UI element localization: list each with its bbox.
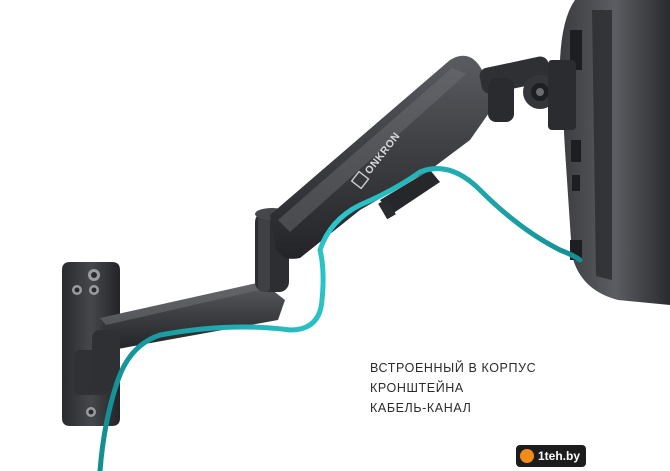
- watermark-icon: [520, 449, 534, 463]
- cable: [97, 166, 583, 471]
- lower-arm: [92, 282, 285, 390]
- upper-arm: [270, 55, 498, 259]
- tilt-head: [479, 56, 576, 130]
- feature-caption: ВСТРОЕННЫЙ В КОРПУС КРОНШТЕЙНА КАБЕЛЬ-КА…: [370, 358, 620, 418]
- caption-line-1: ВСТРОЕННЫЙ В КОРПУС: [370, 361, 537, 375]
- caption-line-2: КРОНШТЕЙНА: [370, 381, 464, 395]
- monitor-back: [560, 0, 670, 305]
- caption-line-3: КАБЕЛЬ-КАНАЛ: [370, 401, 472, 415]
- watermark-text: 1teh.by: [538, 449, 581, 463]
- watermark-badge: 1teh.by: [516, 445, 587, 467]
